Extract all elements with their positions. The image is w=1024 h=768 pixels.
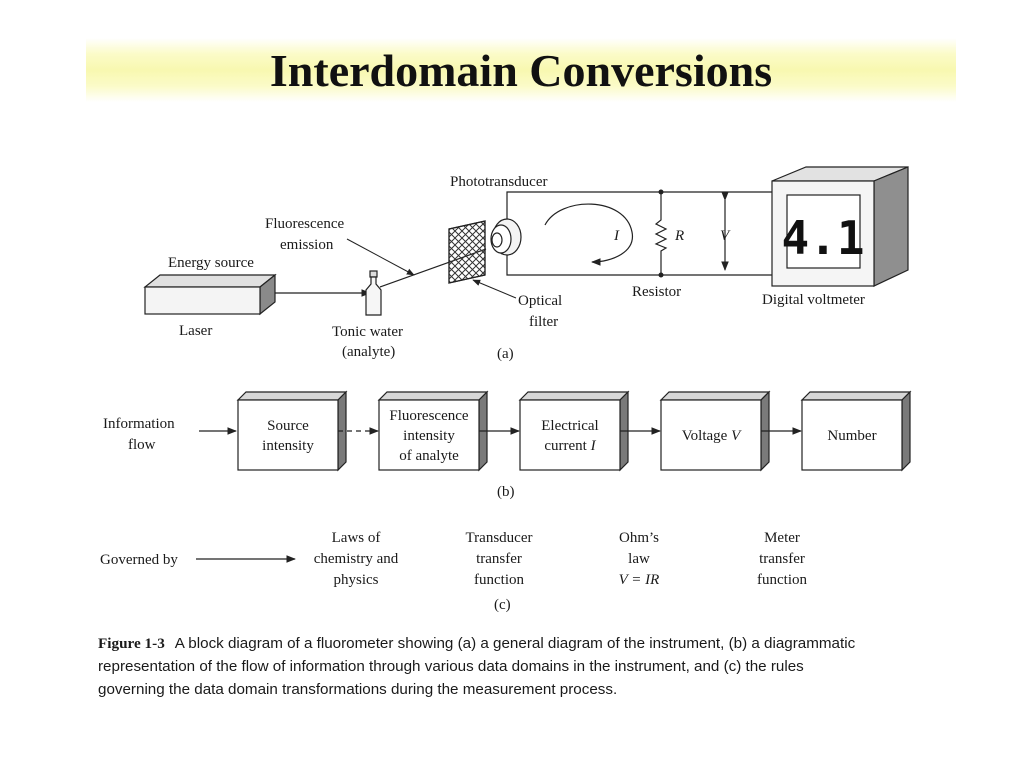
panel-c: Governed by Laws of chemistry and physics T… [100,530,807,613]
title-band [86,38,956,102]
flow-blocks: Source intensity Fluorescence intensity of a… [236,390,912,472]
caption-text: A block diagram of a fluorometer showing… [98,635,856,698]
panel-c-label: (c) [494,597,511,613]
circuit-wires [506,191,772,276]
panel-b-label: (b) [497,484,515,500]
fluorescence-emission-label-1: Fluorescence [265,216,344,232]
panel-b: Information flow SourceintensityFluoresc… [103,390,912,500]
flow-block: Number [800,390,912,472]
optical-filter-label-1: Optical [518,293,562,309]
panel-a-label: (a) [497,346,514,362]
digital-voltmeter-box [771,166,909,287]
flow-block-label: Number [827,428,876,444]
flow-block: Source intensity [236,390,348,472]
governing-rule: Laws of chemistry and physics [314,530,399,588]
tonic-water-bottle-icon [365,270,382,316]
governing-rule: Meter transfer function [757,530,807,588]
digital-voltmeter-label: Digital voltmeter [762,292,865,308]
laser-label: Laser [179,323,212,339]
governing-rule-label: Meter [764,530,800,546]
flow-block-label: Electrical [541,418,598,434]
governing-rule-label: transfer [759,551,805,567]
figure-label: Figure 1-3 [98,635,165,652]
flow-block: Voltage V [659,390,771,472]
info-flow-label-2: flow [128,437,156,453]
flow-block-label: Source [267,418,309,434]
flow-block-label: current I [544,438,596,454]
optical-filter-icon [448,220,486,284]
governing-rule-label: function [757,572,807,588]
phototransducer-icon [490,218,522,256]
flow-block-label: Fluorescence [389,408,468,424]
current-symbol: I [613,228,620,244]
panel-a: Energy source Laser Tonic water (analyte… [143,166,909,362]
governing-rule-label: physics [334,572,379,588]
page-title: Interdomain Conversions [269,45,773,96]
flow-block-label: intensity [403,428,455,444]
voltmeter-display: 4.1 [781,211,864,265]
governing-rule: Ohm’s law V = IR [619,530,660,588]
governing-rule-label: function [474,572,524,588]
fluorescence-emission-label-2: emission [280,237,334,253]
governing-rule-label: V = IR [619,572,660,588]
energy-source-label: Energy source [168,255,254,271]
governed-by-label: Governed by [100,552,178,568]
rules: Laws of chemistry and physics Transducer tra… [314,530,808,588]
optical-filter-pointer [472,279,517,299]
flow-block-label: of analyte [399,448,459,464]
governing-rule-label: transfer [476,551,522,567]
resistor-label: Resistor [632,284,681,300]
governing-rule-label: chemistry and [314,551,399,567]
laser-box [143,273,277,316]
flow-block: Electrical current I [518,390,630,472]
current-arrow [544,203,633,266]
governing-rule-label: law [628,551,650,567]
optical-filter-label-2: filter [529,314,558,330]
governing-rule-label: Laws of [332,530,381,546]
voltage-symbol: V [720,228,731,244]
governing-rule-label: Ohm’s [619,530,659,546]
fluorescence-pointer [346,238,415,276]
governing-rule-label: Transducer [466,530,533,546]
tonic-water-label-1: Tonic water [332,324,403,340]
tonic-water-label-2: (analyte) [342,344,395,360]
info-flow-label-1: Information [103,416,175,432]
governing-rule: Transducer transfer function [466,530,533,588]
resistor-symbol: R [674,228,684,244]
resistor-icon [654,192,668,275]
flow-block-label: intensity [262,438,314,454]
flow-block-label: Voltage V [682,428,742,444]
phototransducer-label: Phototransducer [450,174,547,190]
flow-block: Fluorescence intensity of analyte [377,390,489,472]
